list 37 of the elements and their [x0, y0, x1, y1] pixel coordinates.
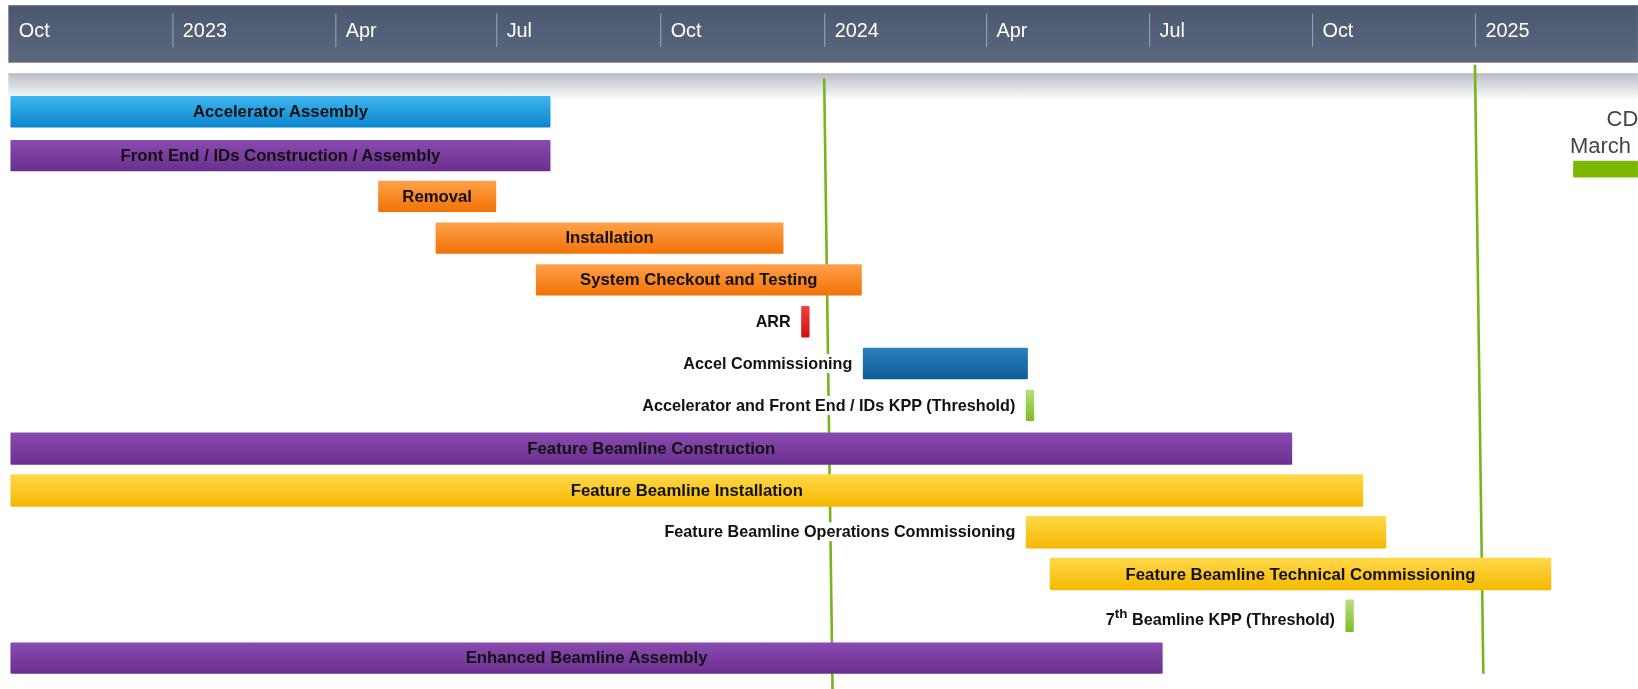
task-label: Accelerator and Front End / IDs KPP (Threshold): [640, 395, 1018, 415]
timeline-tick-label: Apr: [996, 18, 1028, 42]
timeline-tick-label: Oct: [18, 18, 50, 42]
task-bar: [535, 264, 862, 296]
timeline-tick-label: Oct: [1322, 18, 1354, 42]
task-label: Installation: [565, 228, 654, 248]
timeline-tick-label: Oct: [670, 18, 702, 42]
timeline-tick-label: 2025: [1485, 18, 1530, 42]
task-bar: [1049, 557, 1552, 591]
task-label: Feature Beamline Operations Commissioning: [662, 522, 1018, 542]
task-bar: [801, 306, 810, 338]
task-label: System Checkout and Testing: [580, 270, 818, 290]
task-bar: [10, 96, 551, 128]
task-label: Feature Beamline Technical Commissioning: [1125, 564, 1476, 584]
task-bar: [1345, 599, 1354, 632]
task-label: Feature Beamline Construction: [527, 439, 776, 459]
timeline-tick-label: 2023: [182, 18, 227, 42]
task-label: Accelerator Assembly: [193, 102, 368, 122]
timeline-tick-label: Jul: [1159, 18, 1185, 42]
task-bar: [1573, 160, 1638, 178]
task-bar: [10, 432, 1293, 465]
timeline-tick-label: 2024: [834, 18, 879, 42]
task-bar: [10, 642, 1163, 674]
task-label: Feature Beamline Installation: [570, 481, 803, 500]
task-bar: [1025, 389, 1035, 421]
task-bar: [435, 222, 784, 254]
timeline-tick-label: Apr: [345, 18, 377, 42]
task-bar: [378, 180, 497, 213]
task-label: Front End / IDs Construction / Assembly: [120, 146, 441, 166]
task-label: Enhanced Beamline Assembly: [465, 648, 708, 668]
timeline-tick-label: Jul: [506, 18, 532, 42]
task-bar: [1025, 516, 1387, 549]
task-bar: [10, 474, 1364, 507]
task-bar: [10, 140, 551, 172]
task-label: Removal: [402, 187, 472, 206]
task-bar: [862, 347, 1028, 380]
task-label: Accel Commissioning: [681, 354, 855, 373]
